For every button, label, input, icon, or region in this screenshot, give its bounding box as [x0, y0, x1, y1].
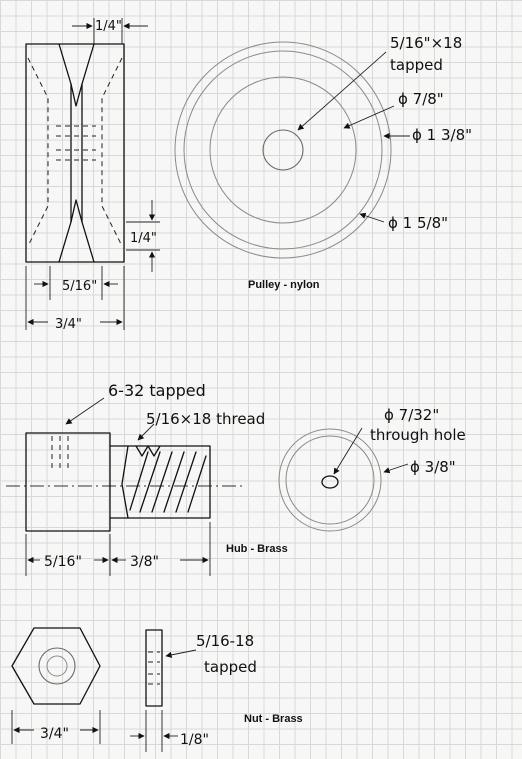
pulley-front-view [174, 41, 392, 259]
nut-side-view [145, 629, 163, 707]
nut-tap-line1: 5/16-18 [196, 632, 254, 650]
hub-thread-callout: 5/16×18 thread [137, 410, 265, 441]
pulley-bore-callout: ϕ 7/8" [343, 90, 444, 129]
nut-tap-line2: tapped [204, 658, 257, 676]
hub-collar-label: 5/16" [44, 554, 82, 570]
pulley-outer-callout: ϕ 1 5/8" [359, 212, 448, 232]
total-width-label: 3/4" [55, 317, 82, 332]
pulley-outer-label: ϕ 1 5/8" [388, 214, 448, 232]
hub-hole-line2: through hole [370, 426, 466, 444]
hub-set-screw-callout: 6-32 tapped [65, 381, 206, 425]
hub-caption: Hub - Brass [226, 543, 288, 555]
nut-dim-thickness: 1/8" [130, 710, 209, 752]
nut-tap-callout: 5/16-18 tapped [165, 632, 257, 676]
hub-side-view [6, 432, 244, 532]
hub-dim-collar: 5/16" [25, 534, 111, 576]
pulley-dim-groove-top: 1/4" [72, 18, 148, 44]
pulley-groove-callout: ϕ 1 3/8" [383, 126, 472, 144]
nut-caption: Nut - Brass [244, 713, 303, 725]
pulley-bore-label: ϕ 7/8" [398, 90, 444, 108]
pulley-dim-groove-depth: 1/4" [126, 200, 160, 272]
hub-dim-thread-length: 3/8" [111, 522, 211, 576]
hub-width-label: 5/16" [62, 279, 97, 294]
hub-outer-label: ϕ 3/8" [410, 458, 456, 476]
pulley-dim-hub-width: 5/16" [34, 266, 118, 300]
nut-thickness-label: 1/8" [180, 732, 209, 748]
pulley-caption: Pulley - nylon [248, 279, 320, 291]
hub-outer-callout: ϕ 3/8" [383, 458, 456, 476]
nut-across-label: 3/4" [40, 726, 69, 742]
pulley-dim-total-width: 3/4" [25, 266, 125, 332]
pulley-side-view [25, 43, 125, 263]
nut-dim-across: 3/4" [11, 710, 101, 744]
pulley-groove-label: ϕ 1 3/8" [412, 126, 472, 144]
hub-set-screw-label: 6-32 tapped [108, 381, 206, 400]
hub-thread-length-label: 3/8" [130, 554, 159, 570]
hub-thread-label: 5/16×18 thread [146, 410, 265, 428]
groove-depth-label: 1/4" [130, 231, 157, 246]
pulley-tap-line1: 5/16"×18 [390, 34, 462, 52]
nut-front-view [11, 627, 101, 705]
pulley-tap-line2: tapped [390, 56, 443, 74]
groove-top-label: 1/4" [95, 19, 122, 34]
hub-front-view [278, 428, 382, 532]
hub-hole-line1: ϕ 7/32" [384, 406, 439, 424]
pulley-tap-callout: 5/16"×18 tapped [297, 34, 462, 131]
hub-hole-callout: ϕ 7/32" through hole [333, 406, 466, 475]
